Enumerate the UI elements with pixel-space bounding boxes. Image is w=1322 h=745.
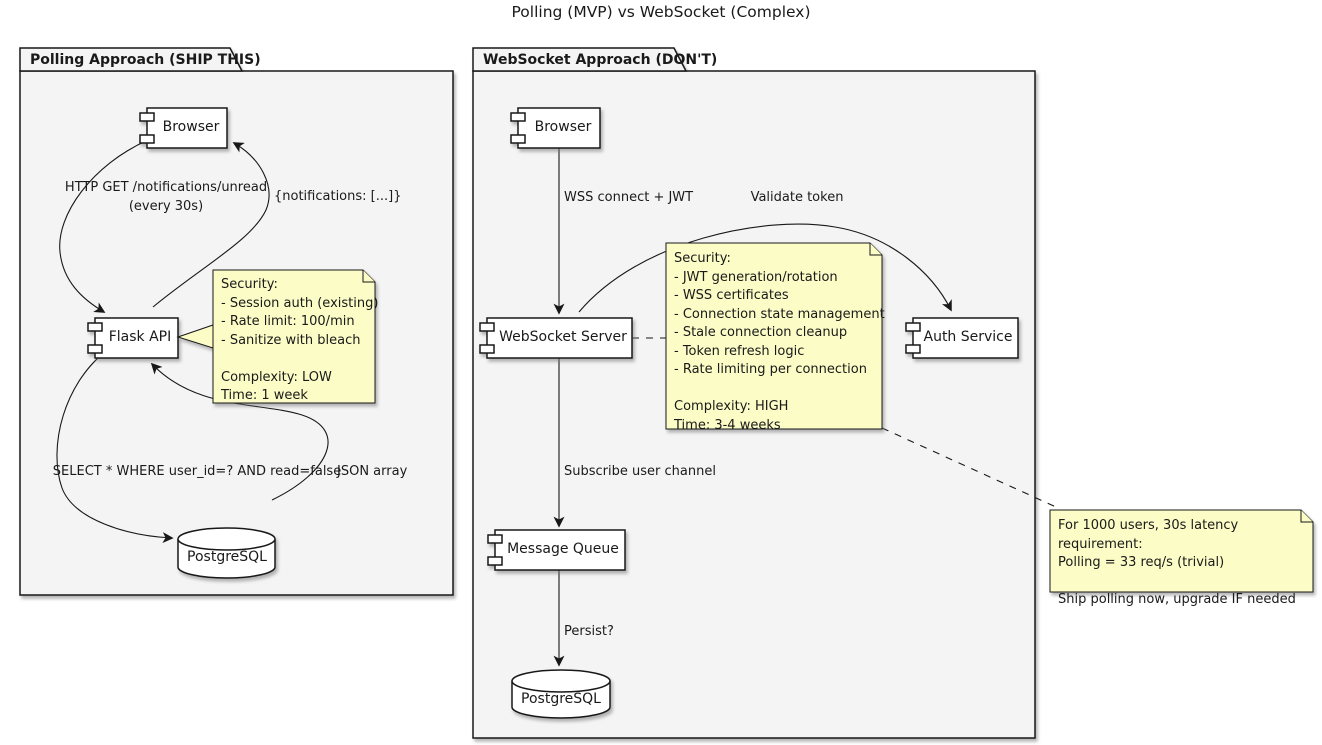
websocket-server-box xyxy=(479,317,633,359)
note-line: Polling = 33 req/s (trivial) xyxy=(1058,555,1225,570)
note-line: Complexity: HIGH xyxy=(674,399,789,414)
note-line: Complexity: LOW xyxy=(221,369,332,385)
message-queue-box xyxy=(487,529,626,571)
websocket-server-label: WebSocket Server xyxy=(499,329,627,345)
polling-security-note xyxy=(176,269,376,404)
note-line: - Stale connection cleanup xyxy=(674,325,848,340)
edge-json-array-label: JSON array xyxy=(337,464,408,479)
note-line: - Rate limiting per connection xyxy=(674,362,867,377)
edge-notifications-response-label: {notifications: [...]} xyxy=(274,189,402,204)
polling-browser-box xyxy=(139,107,228,149)
note-line: Time: 3-4 weeks xyxy=(674,417,781,433)
polling-package-title: Polling Approach (SHIP THIS) xyxy=(30,52,261,68)
auth-service-label: Auth Service xyxy=(923,329,1013,345)
edge-wss-connect-label: WSS connect + JWT xyxy=(564,190,694,205)
note-line: Time: 1 week xyxy=(221,388,308,403)
polling-security-note-text: Security: - Session auth (existing) - Ra… xyxy=(221,276,378,406)
message-queue-label: Message Queue xyxy=(507,541,619,557)
note-line xyxy=(221,350,378,369)
conclusion-note xyxy=(1049,509,1314,593)
note-line: - Connection state management xyxy=(674,306,885,322)
edge-note-attach-conclusion xyxy=(881,427,1057,508)
websocket-postgresql-cylinder xyxy=(511,669,611,719)
websocket-security-note xyxy=(665,242,883,430)
websocket-security-note-text: Security: - JWT generation/rotation - WS… xyxy=(674,250,885,435)
diagram-title: Polling (MVP) vs WebSocket (Complex) xyxy=(511,3,811,21)
websocket-postgresql-label: PostgreSQL xyxy=(521,691,601,707)
websocket-package-title: WebSocket Approach (DON'T) xyxy=(483,52,718,68)
flask-api-box xyxy=(87,317,179,359)
edge-notifications-response xyxy=(152,142,270,308)
note-line: - JWT generation/rotation xyxy=(674,269,838,285)
edge-validate-token xyxy=(578,223,952,313)
edge-select-query-label: SELECT * WHERE user_id=? AND read=false xyxy=(52,464,342,479)
websocket-browser-label: Browser xyxy=(534,119,592,135)
note-line: Security: xyxy=(221,277,278,292)
note-line: Ship polling now, upgrade IF needed xyxy=(1058,592,1296,607)
note-line xyxy=(1058,573,1322,592)
edge-validate-token-label: Validate token xyxy=(750,190,844,205)
edge-select-query xyxy=(56,347,174,544)
edge-json-array xyxy=(150,362,329,501)
note-line: - Session auth (existing) xyxy=(221,295,379,311)
note-line xyxy=(674,380,885,399)
auth-service-box xyxy=(905,317,1019,359)
note-line: - WSS certificates xyxy=(674,288,789,303)
websocket-browser-box xyxy=(510,107,601,149)
edge-http-get-label-line1: HTTP GET /notifications/unread xyxy=(64,180,268,195)
note-line: For 1000 users, 30s latency requirement: xyxy=(1058,518,1239,552)
polling-postgresql-cylinder xyxy=(177,527,276,579)
edge-http-get-label-line2: (every 30s) xyxy=(128,199,204,214)
note-line: Security: xyxy=(674,251,731,266)
edge-http-get xyxy=(59,139,149,313)
conclusion-note-text: For 1000 users, 30s latency requirement:… xyxy=(1058,517,1322,610)
polling-browser-label: Browser xyxy=(162,119,220,135)
polling-postgresql-label: PostgreSQL xyxy=(187,549,267,565)
flask-api-label: Flask API xyxy=(108,329,172,345)
note-line: - Sanitize with bleach xyxy=(221,332,361,348)
note-line: - Token refresh logic xyxy=(674,343,805,359)
edge-persist-label: Persist? xyxy=(564,624,614,639)
edge-subscribe-label: Subscribe user channel xyxy=(564,464,716,479)
note-line: - Rate limit: 100/min xyxy=(221,314,355,329)
